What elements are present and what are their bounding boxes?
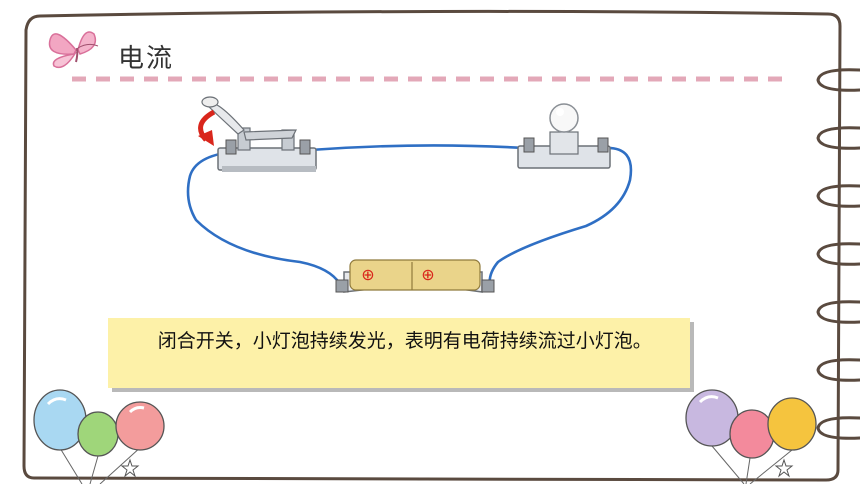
switch-close-arrow — [198, 109, 216, 146]
callout-text: 闭合开关，小灯泡持续发光，表明有电荷持续流过小灯泡。 — [157, 330, 652, 352]
bulb-holder — [517, 103, 611, 169]
battery-holder — [335, 259, 495, 293]
star-icon — [774, 458, 794, 478]
battery-plus-symbol: ⊕ — [361, 265, 374, 284]
battery-plus-symbol: ⊕ — [421, 265, 434, 284]
notebook-rings — [816, 68, 860, 440]
explanation-callout: 闭合开关，小灯泡持续发光，表明有电荷持续流过小灯泡。 — [108, 318, 690, 388]
balloons-right-decoration — [685, 389, 817, 484]
butterfly-icon — [48, 31, 99, 69]
balloons-left-decoration — [33, 389, 165, 484]
knife-switch — [201, 96, 317, 172]
slide-title: 电流 — [118, 44, 175, 74]
circuit-wires — [186, 144, 633, 288]
star-icon — [120, 458, 140, 478]
